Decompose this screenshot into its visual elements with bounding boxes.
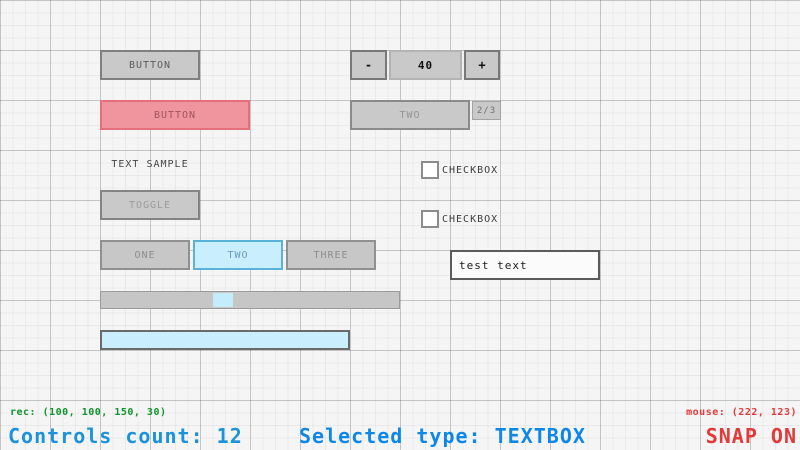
toggle-group-item-three[interactable]: THREE <box>286 240 376 270</box>
textbox-control[interactable]: test text <box>450 250 600 280</box>
checkbox1-box[interactable] <box>421 161 439 179</box>
snap-status-text: SNAP ON <box>705 424 797 448</box>
spinner-minus-button[interactable]: - <box>350 50 387 80</box>
slider-control[interactable] <box>100 291 400 309</box>
spinner-value-box[interactable]: 40 <box>389 50 462 80</box>
selection-rect-info: rec: (100, 100, 150, 30) <box>10 407 167 418</box>
toggle-group-item-one[interactable]: ONE <box>100 240 190 270</box>
combobox-control[interactable]: TWO <box>350 100 470 130</box>
mouse-position-text: mouse: (222, 123) <box>686 407 797 418</box>
selected-type-text: Selected type: TEXTBOX <box>299 424 586 448</box>
spinner-plus-button[interactable]: + <box>464 50 500 80</box>
toggle-control[interactable]: TOGGLE <box>100 190 200 220</box>
checkbox2-box[interactable] <box>421 210 439 228</box>
slider-thumb[interactable] <box>213 293 233 307</box>
toggle-group-item-two[interactable]: TWO <box>193 240 283 270</box>
text-sample-label: TEXT SAMPLE <box>111 158 189 170</box>
selected-button-control[interactable]: BUTTON <box>100 100 250 130</box>
combobox-counter-button[interactable]: 2/3 <box>472 101 501 120</box>
progress-bar-control[interactable] <box>100 330 350 350</box>
checkbox2-label: CHECKBOX <box>442 214 499 225</box>
checkbox1-label: CHECKBOX <box>442 165 499 176</box>
controls-count-text: Controls count: 12 <box>8 424 243 448</box>
button-control[interactable]: BUTTON <box>100 50 200 80</box>
